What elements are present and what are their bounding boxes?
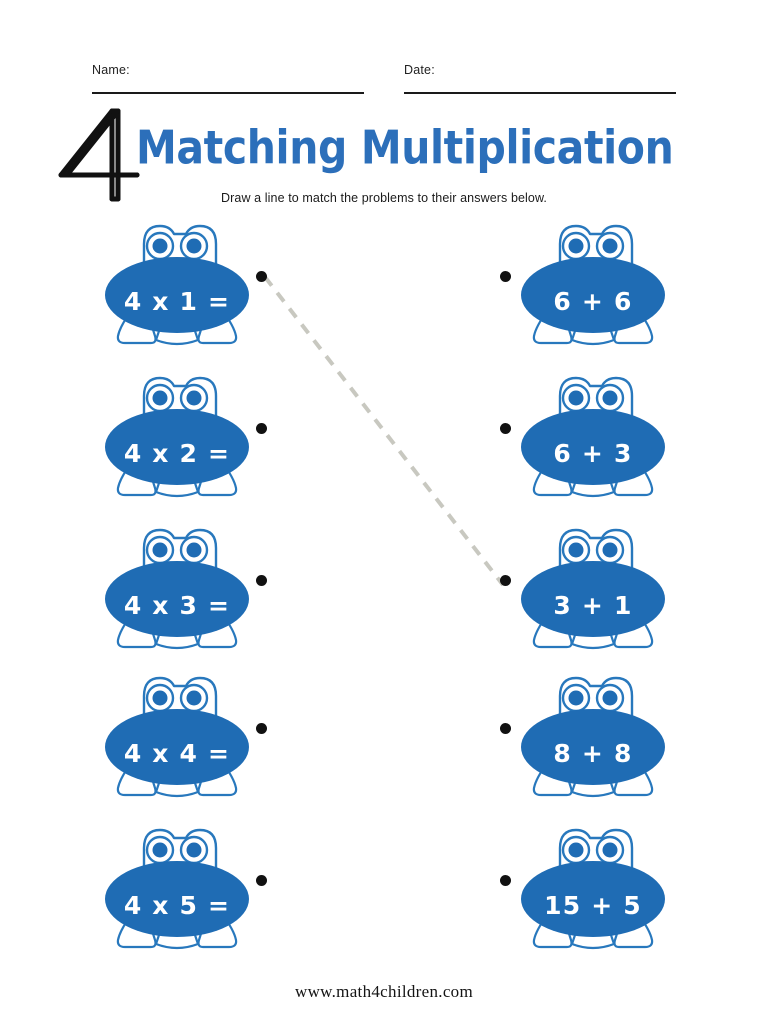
answer-dot-4[interactable] [500, 723, 511, 734]
frog-head-group [142, 224, 218, 290]
lesson-number-four-icon [57, 105, 149, 205]
date-field[interactable]: Date: [404, 62, 676, 94]
match-row: 4 x 1 = [0, 218, 768, 366]
frog-body [105, 409, 249, 485]
name-label: Name: [92, 63, 130, 77]
student-info-row: Name: Date: [92, 62, 676, 96]
answer-dot-1[interactable] [500, 271, 511, 282]
match-row: 4 x 5 = [0, 822, 768, 970]
problem-dot-3[interactable] [256, 575, 267, 586]
frog-body [105, 709, 249, 785]
frog-body [105, 561, 249, 637]
match-row: 4 x 2 = [0, 370, 768, 518]
problem-frog-4[interactable]: 4 x 4 = [84, 670, 270, 818]
matching-exercise: 4 x 1 = [0, 218, 768, 958]
frog-body [105, 861, 249, 937]
problem-dot-5[interactable] [256, 875, 267, 886]
answer-frog-3[interactable]: 3 + 1 [500, 522, 686, 670]
problem-frog-5[interactable]: 4 x 5 = [84, 822, 270, 970]
frog-body [105, 257, 249, 333]
frog-body [521, 709, 665, 785]
frog-body [521, 561, 665, 637]
instruction-text: Draw a line to match the problems to the… [221, 191, 547, 205]
problem-dot-2[interactable] [256, 423, 267, 434]
problem-dot-1[interactable] [256, 271, 267, 282]
frog-body [521, 861, 665, 937]
answer-dot-2[interactable] [500, 423, 511, 434]
title-block: Matching Multiplication Draw a line to m… [0, 103, 768, 213]
name-field[interactable]: Name: [92, 62, 364, 94]
date-label: Date: [404, 63, 435, 77]
problem-frog-2[interactable]: 4 x 2 = [84, 370, 270, 518]
answer-dot-3[interactable] [500, 575, 511, 586]
page-title: Matching Multiplication [136, 121, 674, 175]
footer-website: www.math4children.com [295, 982, 473, 1001]
answer-dot-5[interactable] [500, 875, 511, 886]
problem-frog-3[interactable]: 4 x 3 = [84, 522, 270, 670]
match-row: 4 x 4 = [0, 670, 768, 818]
frog-body [521, 409, 665, 485]
problem-frog-1[interactable]: 4 x 1 = [84, 218, 270, 366]
match-row: 4 x 3 = [0, 522, 768, 670]
frog-body [521, 257, 665, 333]
answer-frog-4[interactable]: 8 + 8 [500, 670, 686, 818]
problem-dot-4[interactable] [256, 723, 267, 734]
answer-frog-2[interactable]: 6 + 3 [500, 370, 686, 518]
answer-frog-1[interactable]: 6 + 6 [500, 218, 686, 366]
answer-frog-5[interactable]: 15 + 5 [500, 822, 686, 970]
